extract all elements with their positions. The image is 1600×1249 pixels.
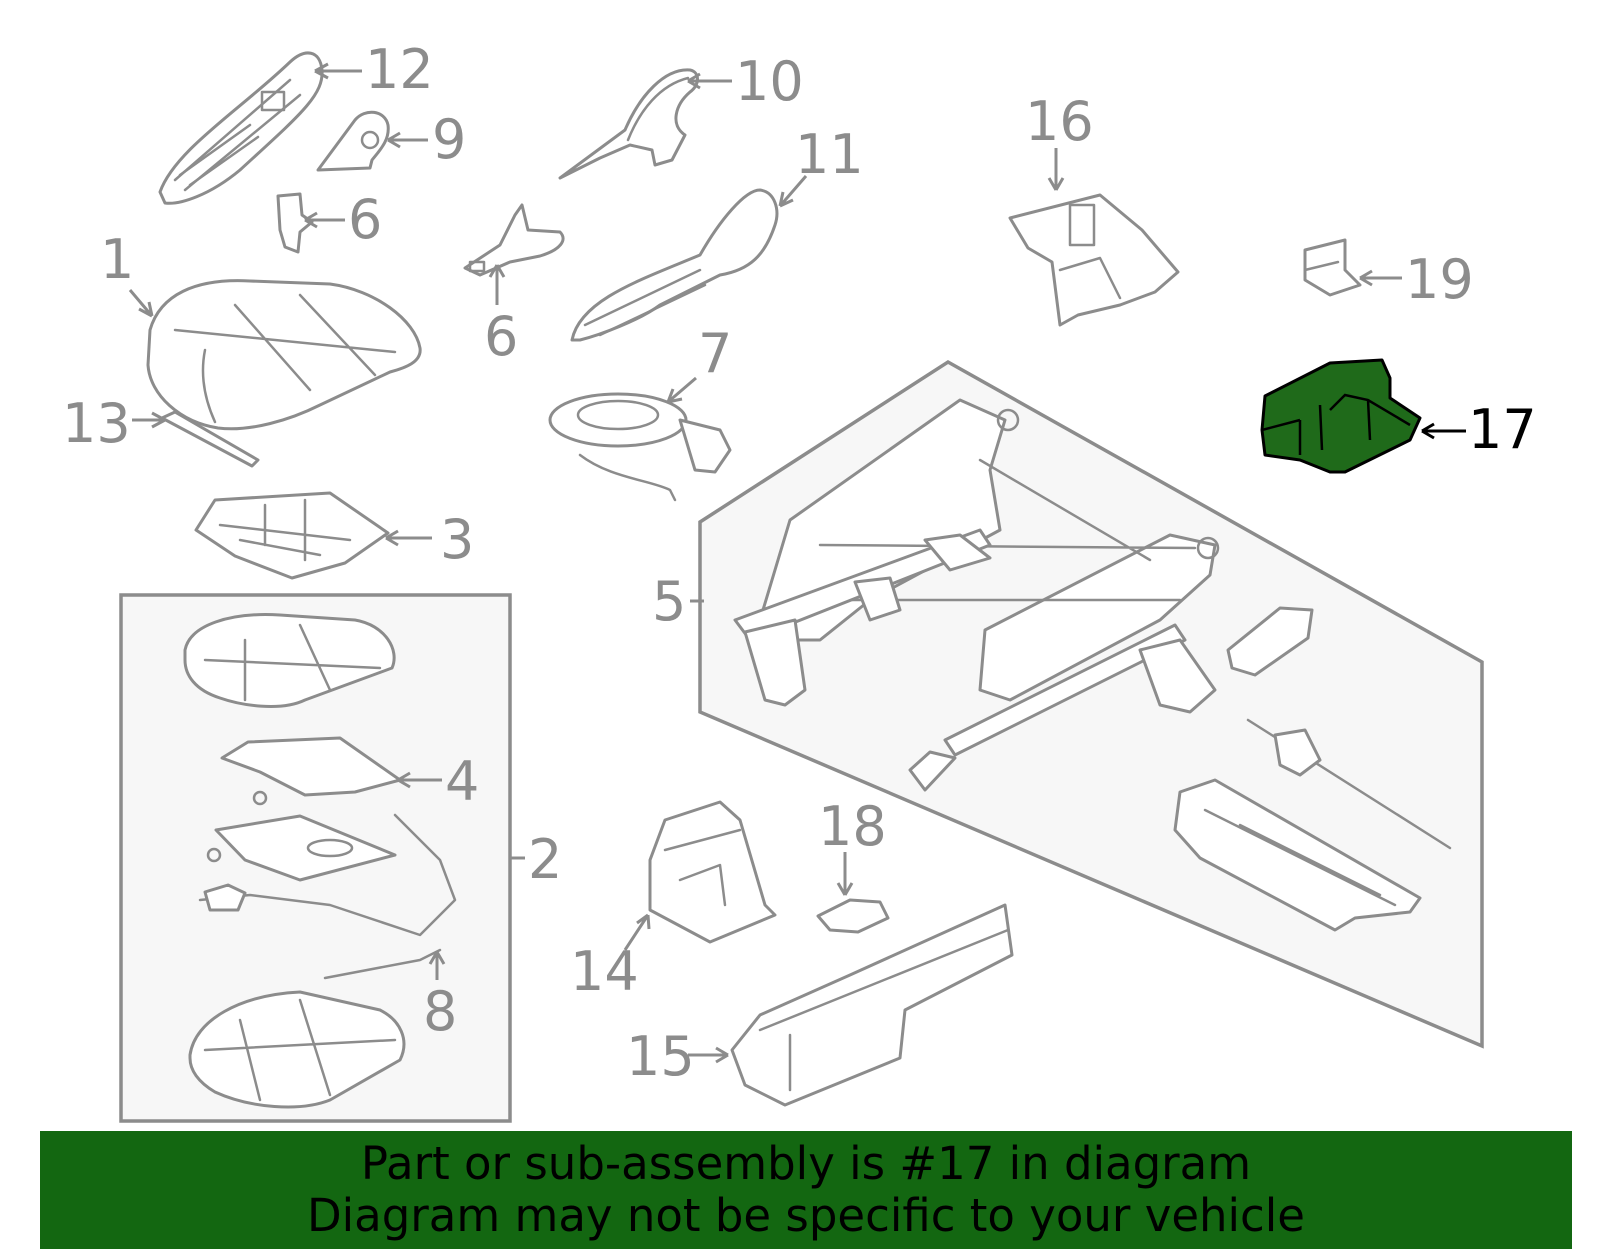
leader-1 [128, 289, 154, 318]
part-18-clip[interactable] [816, 898, 890, 934]
part-6-clip-upper[interactable] [276, 192, 314, 254]
part-1-cushion-pad[interactable] [146, 279, 422, 431]
part-2-cushion-assembly[interactable] [183, 613, 396, 708]
callout-5: 5 [652, 570, 686, 633]
seat-adjuster-group-box [698, 359, 1484, 1049]
part-12-side-trim[interactable] [158, 51, 324, 205]
callout-19: 19 [1405, 248, 1474, 311]
part-2-cushion-frame[interactable] [188, 990, 406, 1109]
adjuster-motor[interactable] [1226, 606, 1314, 677]
callout-6: 6 [348, 188, 382, 251]
callout-12: 12 [365, 38, 434, 101]
leader-18 [836, 852, 854, 896]
leader-16 [1047, 148, 1065, 191]
callout-9: 9 [432, 108, 466, 171]
part-7-coil[interactable] [548, 392, 732, 502]
callout-15: 15 [626, 1025, 695, 1088]
leader-9 [387, 131, 428, 149]
callout-7: 7 [698, 322, 732, 385]
leader-10 [687, 72, 732, 90]
leader-11 [778, 175, 808, 208]
part-2-mat[interactable] [206, 814, 397, 882]
part-19-bracket[interactable] [1303, 238, 1362, 297]
callout-4: 4 [445, 750, 479, 813]
part-4-cushion-pan[interactable] [220, 736, 402, 806]
callout-10: 10 [735, 50, 804, 113]
leader-14 [623, 913, 651, 951]
part-10-trim[interactable] [558, 68, 699, 180]
leader-3 [385, 529, 432, 547]
leader-13 [132, 411, 166, 429]
callout-3: 3 [440, 508, 474, 571]
callout-8: 8 [423, 980, 457, 1043]
banner-line-1: Part or sub-assembly is #17 in diagram [360, 1137, 1252, 1190]
part-11-side-shield[interactable] [570, 188, 779, 342]
callout-1: 1 [100, 228, 134, 291]
callout-16: 16 [1025, 90, 1094, 153]
part-14-module[interactable] [648, 800, 777, 944]
part-17-highlighted[interactable] [1260, 358, 1422, 474]
adjuster-track[interactable] [1173, 778, 1422, 932]
part-15-side-cover[interactable] [730, 903, 1014, 1107]
callout-18: 18 [818, 795, 887, 858]
leader-7 [666, 376, 697, 404]
part-13-trim-strip[interactable] [160, 410, 260, 468]
part-9-knob[interactable] [316, 110, 390, 172]
callout-17: 17 [1468, 398, 1537, 461]
leader-8 [428, 951, 446, 980]
part-5-seat-adjuster[interactable] [733, 398, 1220, 792]
part-8-wire-harness[interactable] [198, 813, 457, 980]
callout-11: 11 [795, 123, 864, 186]
info-banner: Part or sub-assembly is #17 in diagram D… [40, 1131, 1572, 1249]
leader-17 [1421, 422, 1466, 440]
leader-15 [688, 1046, 729, 1064]
callout-2: 2 [528, 828, 562, 891]
banner-line-2: Diagram may not be specific to your vehi… [307, 1189, 1305, 1242]
leader-6b [488, 264, 506, 305]
adjuster-cable[interactable] [1246, 718, 1452, 850]
part-6-bracket[interactable] [463, 203, 565, 277]
leader-19 [1359, 269, 1402, 287]
leader-4 [397, 771, 442, 789]
part-3-cushion-pan[interactable] [194, 491, 390, 580]
callout-14: 14 [570, 940, 639, 1003]
leader-12 [314, 62, 362, 80]
callout-6b: 6 [484, 305, 518, 368]
leader-6a [304, 211, 345, 229]
callout-13: 13 [62, 392, 131, 455]
part-16-bracket[interactable] [1008, 193, 1180, 327]
